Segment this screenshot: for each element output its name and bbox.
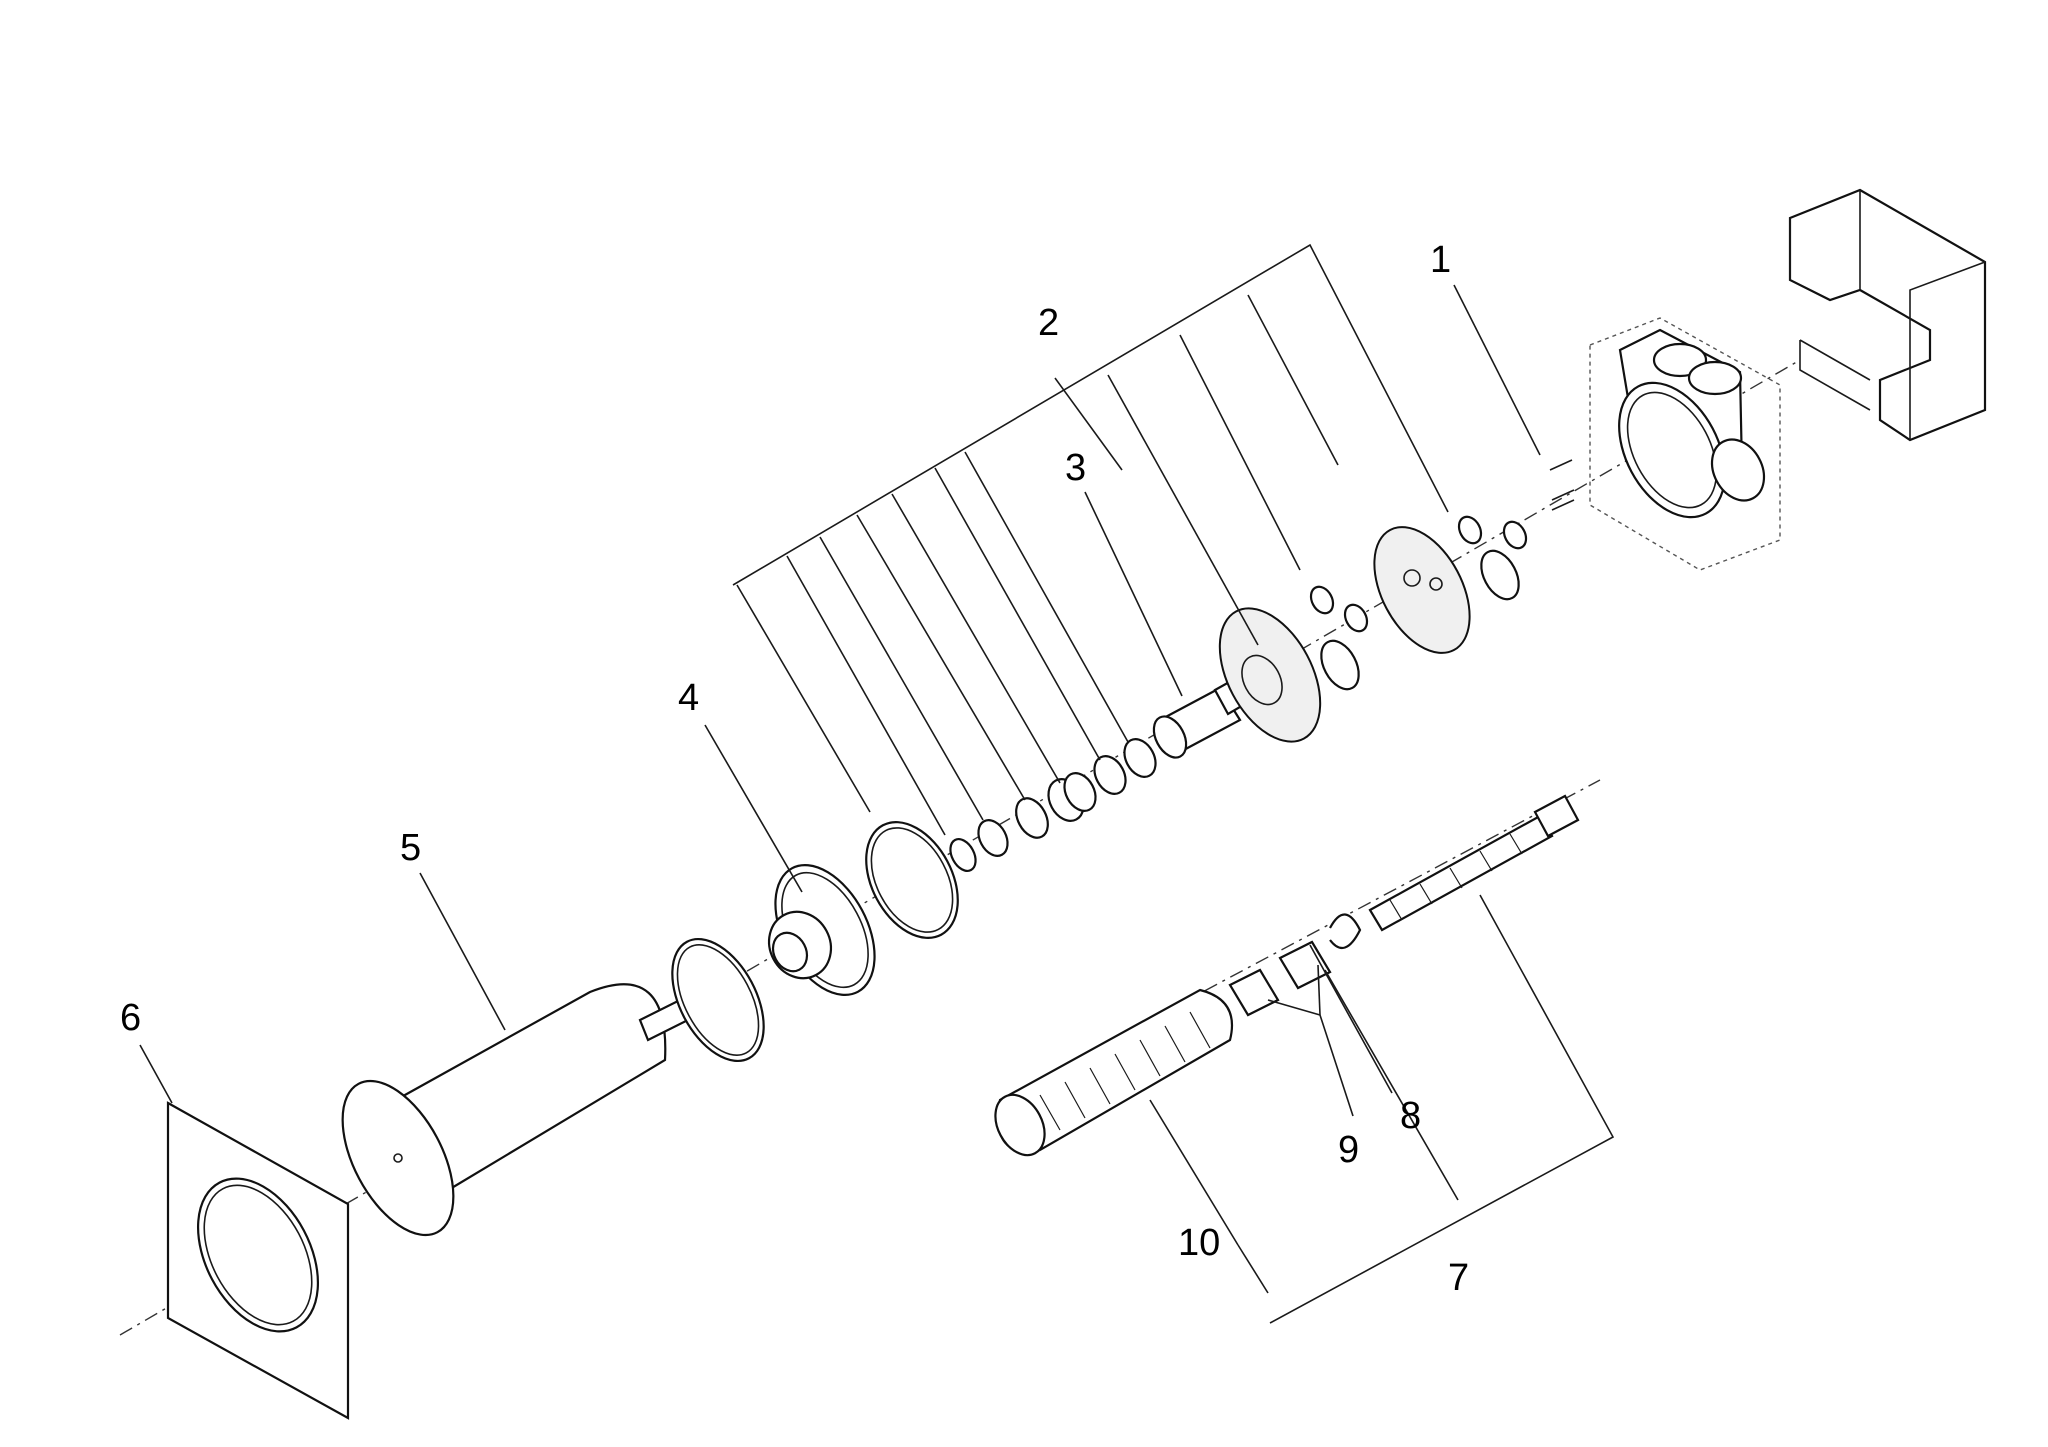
part-2-seal-set xyxy=(949,738,1157,872)
leader-lines-part-7 xyxy=(1237,894,1615,1324)
small-ring-b xyxy=(1343,603,1369,633)
callout-1: 1 xyxy=(1430,239,1451,281)
leader-line-part-1 xyxy=(1453,284,1541,456)
leader-line-part-6 xyxy=(139,1044,173,1104)
lower-axis-line xyxy=(999,779,1601,1101)
callout-3: 3 xyxy=(1065,447,1086,489)
part-4-threaded-sleeve xyxy=(767,864,876,996)
part-5-cover-sleeve xyxy=(341,983,690,1237)
small-ring-c xyxy=(1457,515,1483,545)
clip-ring-2 xyxy=(1480,549,1520,601)
small-ring-a xyxy=(1309,585,1335,615)
part-10-strainer xyxy=(994,988,1234,1157)
callout-2: 2 xyxy=(1038,302,1059,344)
part-1-pins xyxy=(1549,459,1575,511)
leader-line-part-5 xyxy=(419,872,506,1031)
small-ring-d xyxy=(1502,520,1528,550)
part-7-strainer-rod xyxy=(1368,794,1580,932)
mounting-block xyxy=(1788,188,1987,442)
leader-line-part-4 xyxy=(704,724,803,893)
clip-ring-1 xyxy=(1320,639,1360,691)
leader-line-part-10 xyxy=(1149,1099,1239,1246)
callout-7: 7 xyxy=(1448,1257,1469,1299)
callout-9: 9 xyxy=(1338,1129,1359,1171)
ceramic-disc-2 xyxy=(1373,526,1471,654)
leader-lines-part-2 xyxy=(732,243,1449,836)
leader-line-part-8 xyxy=(1309,944,1393,1094)
callout-10: 10 xyxy=(1178,1222,1220,1264)
part-6-rosette-plate xyxy=(166,1101,350,1420)
o-ring-large xyxy=(671,937,765,1063)
callout-8: 8 xyxy=(1400,1095,1421,1137)
leader-lines-part-9 xyxy=(1267,964,1354,1117)
callout-4: 4 xyxy=(678,677,699,719)
callout-5: 5 xyxy=(400,827,421,869)
valve-body xyxy=(1589,317,1781,571)
leader-line-part-3 xyxy=(1084,491,1183,697)
part-9-check-valves xyxy=(1228,940,1332,1017)
part-8-clip xyxy=(1329,913,1362,950)
callout-6: 6 xyxy=(120,997,141,1039)
ceramic-disc-1 xyxy=(1218,607,1322,743)
